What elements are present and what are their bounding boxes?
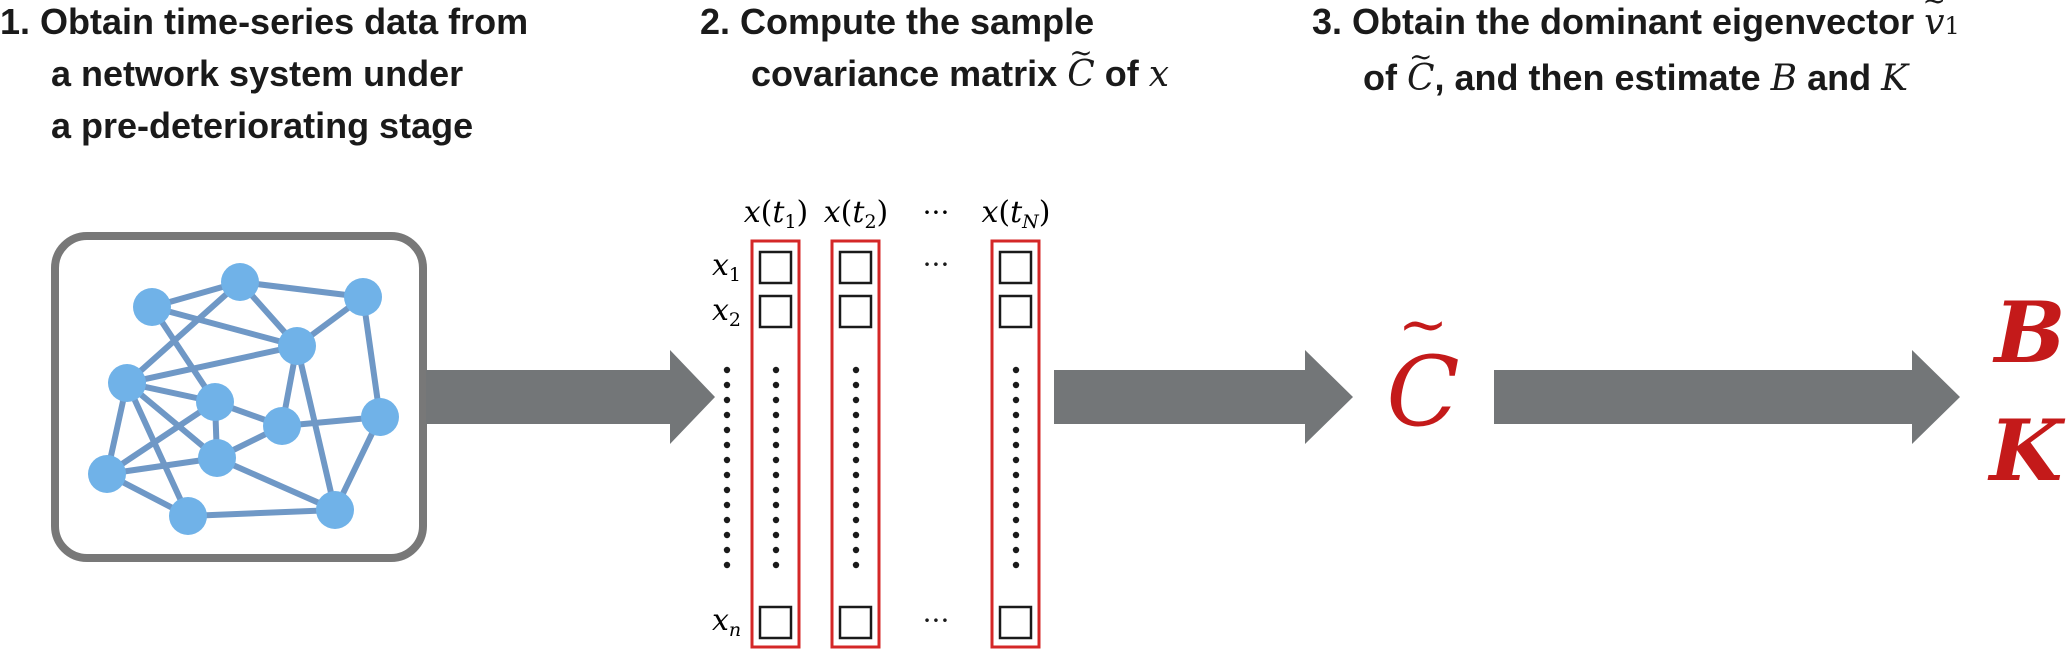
matrix-column-t2 [830,239,881,649]
step-1-number: 1. [0,1,31,42]
step-3-line-2-of: of [1363,57,1407,98]
network-node [198,439,236,477]
network-edge [124,279,243,386]
step-3-line-1-text: Obtain the dominant eigenvector [1352,1,1925,42]
step-1-line-1: Obtain time-series data from [40,1,529,42]
covariance-symbol: C [1386,336,1459,448]
matrix-column-t1 [750,239,801,649]
step-3-b: B [1770,58,1798,99]
column-header-t2: x(t2) [824,195,889,233]
step-2-c-tilde: C [1067,49,1095,101]
network-node [196,383,234,421]
column-header-ellipsis: ··· [923,196,950,229]
network-node [361,398,399,436]
step-2-number: 2. [700,1,731,42]
column-highlight [750,239,801,649]
network-edge [214,455,338,513]
network-node [133,288,171,326]
step-3-heading: 3. Obtain the dominant eigenvector v1 of… [1312,0,1960,105]
arrow-covariance-to-estimates [1494,350,1960,444]
step-2-line-2-of: of [1094,53,1149,94]
estimate-k: K [1987,401,2065,500]
step-3-line-2-text: , and then estimate [1434,57,1771,98]
matrix-cell [838,250,873,285]
network-edge [294,343,338,513]
step-3-v-subscript: 1 [1944,12,1960,40]
matrix-cell [998,605,1033,640]
matrix-cell [838,294,873,329]
step-2-x: x [1148,54,1170,95]
step-2-line-2-text: covariance matrix [751,53,1068,94]
network-node [263,407,301,445]
step-3-c-tilde: C [1407,53,1435,105]
step-2-line-1: Compute the sample [740,1,1095,42]
row-label-x2: x2 [712,293,741,331]
network-node [316,491,354,529]
step-3-v-tilde: v [1924,0,1944,49]
network-node [169,497,207,535]
network-node [278,327,316,365]
arrow-matrix-to-covariance [1054,350,1353,444]
network-edge [237,279,366,300]
row-1-ellipsis: ··· [923,248,950,281]
arrow-network-to-matrix [426,350,715,444]
column-vdots [1012,366,1020,569]
column-vdots [772,366,780,569]
step-3-k: K [1881,58,1908,99]
matrix-cell [758,294,793,329]
network-edge [360,294,383,420]
covariance-tilde: ~ [1398,290,1448,360]
row-label-x1: x1 [712,248,741,286]
step-1-line-2: a network system under [51,53,464,94]
matrix-cell [838,605,873,640]
matrix-cell [758,250,793,285]
network-node [344,278,382,316]
network-node [221,263,259,301]
column-header-tn: x(tN) [981,195,1050,233]
column-vdots [852,366,860,569]
step-1-line-3: a pre-deteriorating stage [51,105,474,146]
estimate-b: B [1993,283,2066,382]
step-2-heading: 2. Compute the sample covariance matrix … [700,0,1169,101]
matrix-cell [998,250,1033,285]
column-header-t1: x(t1) [744,195,809,233]
row-label-vdots [723,366,731,569]
network-node [88,455,126,493]
network-edge [149,304,300,349]
network-edge [124,380,191,519]
network-edge [185,507,338,519]
network-edge [124,343,300,386]
step-1-heading: 1. Obtain time-series data from a networ… [0,0,528,152]
column-highlight [990,239,1041,649]
network-edge [124,380,220,461]
matrix-cell [758,605,793,640]
network-nodes [88,263,399,535]
matrix-cell [998,294,1033,329]
network-node [108,364,146,402]
matrix-column-tn [990,239,1041,649]
column-highlight [830,239,881,649]
row-n-ellipsis: ··· [923,604,950,637]
step-3-line-2-and: and [1797,57,1882,98]
step-3-number: 3. [1312,1,1343,42]
row-label-xn: xn [712,603,741,641]
network-edge [104,399,218,477]
